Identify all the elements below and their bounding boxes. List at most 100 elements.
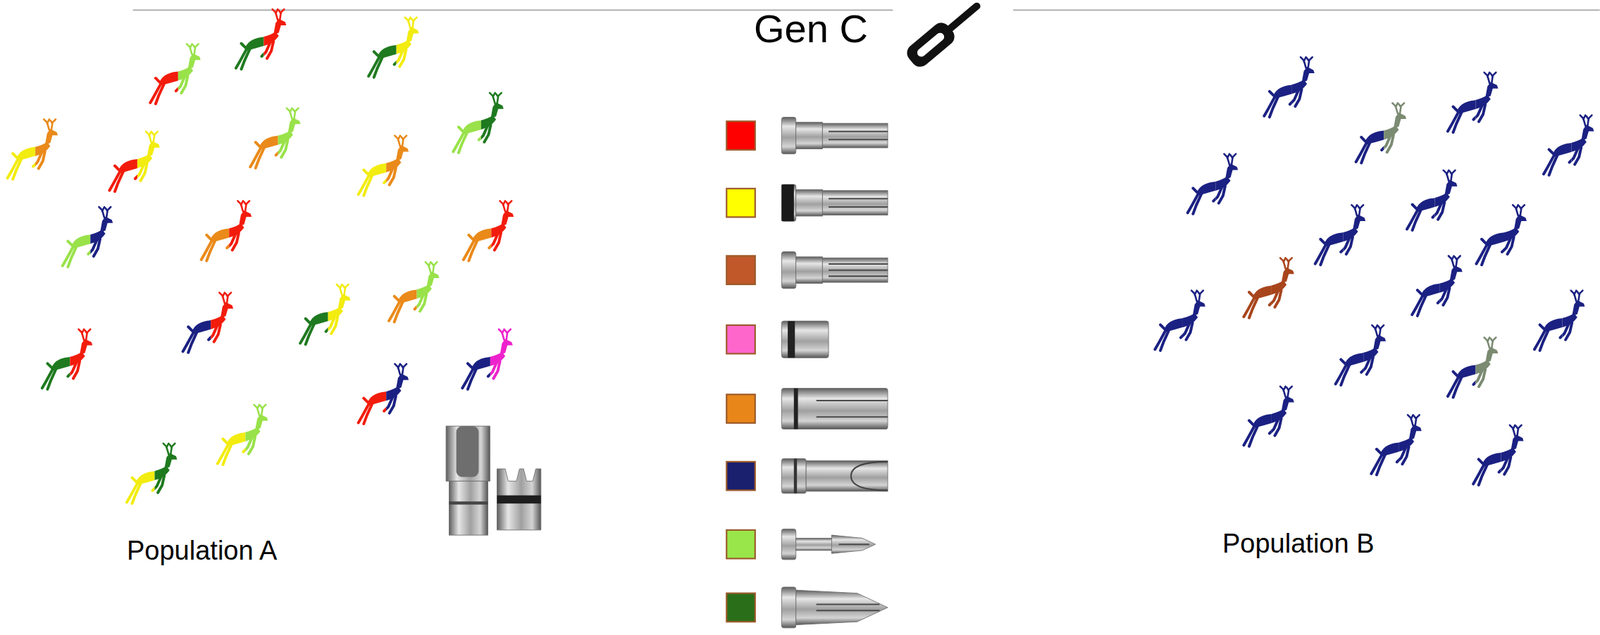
deer-figure [1243,386,1294,447]
illustration-part [822,257,888,283]
illustration-part [1292,89,1302,118]
color-swatch [726,462,756,492]
illustration-part [16,141,36,161]
illustration-part [1281,395,1295,413]
illustration-part [500,338,513,356]
illustration-part [263,9,287,70]
illustration-part [35,119,58,179]
color-swatch [726,394,756,424]
illustration-part [1182,322,1193,351]
illustration-part [78,329,91,341]
illustration-part [805,460,888,492]
illustration-part [1485,227,1505,247]
illustration-part [1315,205,1344,265]
illustration-part [396,17,420,78]
illustration-part [496,469,541,531]
illustration-part [781,587,796,629]
illustration-part [188,53,201,70]
illustration-part [1243,418,1272,447]
illustration-part [1271,290,1282,319]
illustration-part [1449,265,1462,282]
deer-figure [1315,205,1366,265]
illustration-part [1243,257,1272,318]
illustration-part [816,604,880,606]
illustration-part [217,436,246,465]
illustration-part [463,200,492,261]
illustration-part [250,108,279,169]
deer-figure [1371,414,1422,475]
illustration-part [1371,414,1400,475]
illustration-part [481,92,504,153]
illustration-part [1225,163,1238,180]
illustration-part [453,124,482,153]
illustration-part [1191,290,1204,302]
illustration-part [1280,257,1293,269]
illustration-part [386,135,409,196]
illustration-part [238,210,252,227]
illustration-part [1571,115,1595,176]
population-label: Population B [1222,530,1375,558]
illustration-part [1363,325,1386,386]
illustration-part [79,338,93,356]
illustration-part [499,200,512,212]
illustration-part [417,262,440,322]
illustration-part [1476,237,1505,266]
illustration-part [1447,369,1477,399]
socket-bit [496,469,541,531]
illustration-part [183,293,212,353]
illustration-part [1504,205,1527,265]
illustration-part [259,130,279,150]
illustration-part [1243,386,1272,447]
illustration-part [456,426,480,477]
screwdriver-bit [781,184,888,222]
illustration-part [245,405,268,465]
illustration-part [1365,125,1384,145]
illustration-part [1344,348,1364,368]
illustration-part [286,108,299,120]
deer-figure [1473,425,1524,486]
illustration-part [481,124,492,153]
illustration-part [796,122,823,150]
deer-figure [358,135,409,196]
illustration-part [489,92,502,104]
illustration-part [1383,135,1394,164]
screwdriver-bit [781,117,888,155]
illustration-part [388,294,418,323]
deer-figure [126,443,177,504]
illustration-part [1223,154,1236,165]
illustration-part [491,102,504,120]
illustration-part [1571,147,1582,176]
illustration-part [228,200,252,261]
illustration-part [337,294,351,311]
illustration-part [1580,115,1593,127]
illustration-part [1475,104,1486,133]
illustration-part [154,475,165,504]
deer-figure [1447,72,1498,133]
population-label: Population A [126,537,277,565]
illustration-part [1315,237,1344,266]
illustration-part [490,329,513,390]
illustration-part [1154,322,1183,351]
illustration-part [328,317,339,346]
illustration-part [300,317,329,346]
illustration-part [1443,170,1456,182]
illustration-part [1411,255,1441,316]
deer-figure [1154,290,1205,351]
illustration-part [851,462,888,492]
illustration-part [1512,205,1525,216]
illustration-part [163,443,176,455]
illustration-part [1510,435,1524,452]
illustration-part [822,190,888,216]
illustration-part [1271,257,1295,318]
illustration-part [417,294,427,323]
illustration-part [255,414,268,432]
illustration-part [43,119,56,130]
illustration-part [816,416,888,418]
illustration-part [358,396,387,425]
illustration-part [273,19,287,36]
illustration-part [828,197,888,200]
color-swatch [726,121,756,151]
illustration-part [119,154,138,174]
illustration-part [237,200,250,212]
illustration-part [1292,57,1315,117]
